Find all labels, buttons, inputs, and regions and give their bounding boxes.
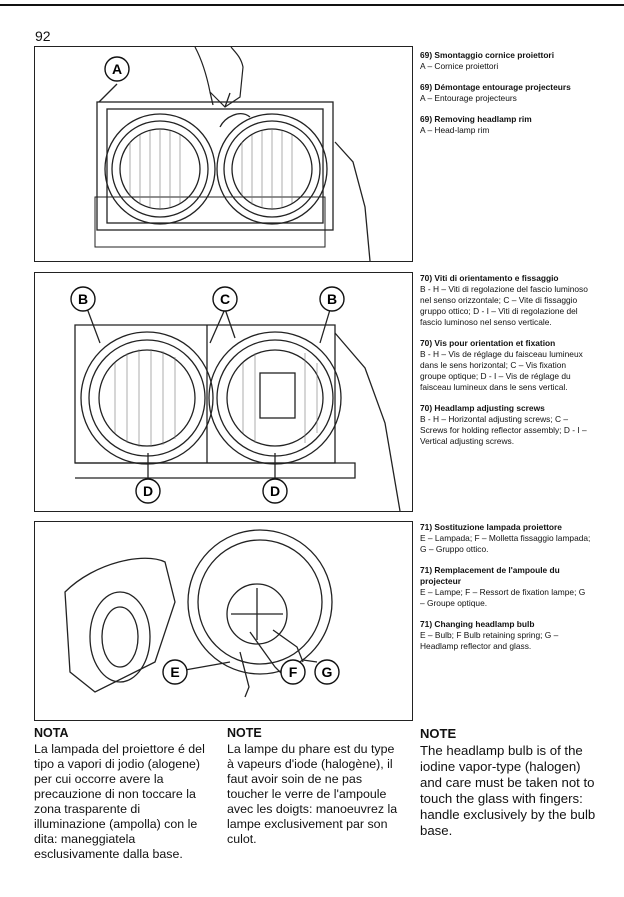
svg-text:B: B [327, 291, 337, 307]
figure-69-headlamp-rim: A [34, 46, 413, 262]
note-italian: NOTA La lampada del proiettore é del tip… [34, 726, 210, 862]
callout-g: G [314, 659, 340, 685]
svg-text:F: F [289, 664, 298, 680]
svg-text:D: D [270, 483, 280, 499]
svg-text:G: G [322, 664, 333, 680]
callout-b-right: B [319, 286, 345, 312]
svg-text:A: A [112, 61, 122, 77]
figure-71-headlamp-bulb: E F G [34, 521, 413, 721]
note-french: NOTE La lampe du phare est du type à vap… [227, 726, 403, 847]
note-english: NOTE The headlamp bulb is of the iodine … [420, 726, 596, 839]
callout-c: C [212, 286, 238, 312]
note-english-body: The headlamp bulb is of the iodine vapor… [420, 743, 596, 838]
page-number: 92 [35, 28, 51, 44]
figure-70-adjusting-screws: B C B D D [34, 272, 413, 512]
svg-text:E: E [170, 664, 179, 680]
top-rule [0, 4, 624, 6]
adjusting-screws-illustration: B C B D D [70, 286, 401, 511]
svg-text:B: B [78, 291, 88, 307]
headlamp-bulb-illustration: E F G [64, 529, 340, 698]
note-italian-body: La lampada del proiettore é del tipo a v… [34, 742, 205, 861]
svg-text:C: C [220, 291, 230, 307]
callout-a: A [104, 56, 130, 82]
headlamp-rim-illustration: A [94, 47, 371, 261]
note-french-title: NOTE [227, 726, 262, 740]
callout-d-left: D [135, 478, 161, 504]
note-italian-title: NOTA [34, 726, 69, 740]
note-english-title: NOTE [420, 726, 457, 741]
svg-text:D: D [143, 483, 153, 499]
caption-71-fr: 71) Remplacement de l'ampoule du project… [420, 565, 586, 608]
callout-d-right: D [262, 478, 288, 504]
callout-e: E [162, 659, 188, 685]
callout-b-left: B [70, 286, 96, 312]
callout-f: F [280, 659, 306, 685]
note-french-body: La lampe du phare est du type à vapeurs … [227, 742, 398, 846]
